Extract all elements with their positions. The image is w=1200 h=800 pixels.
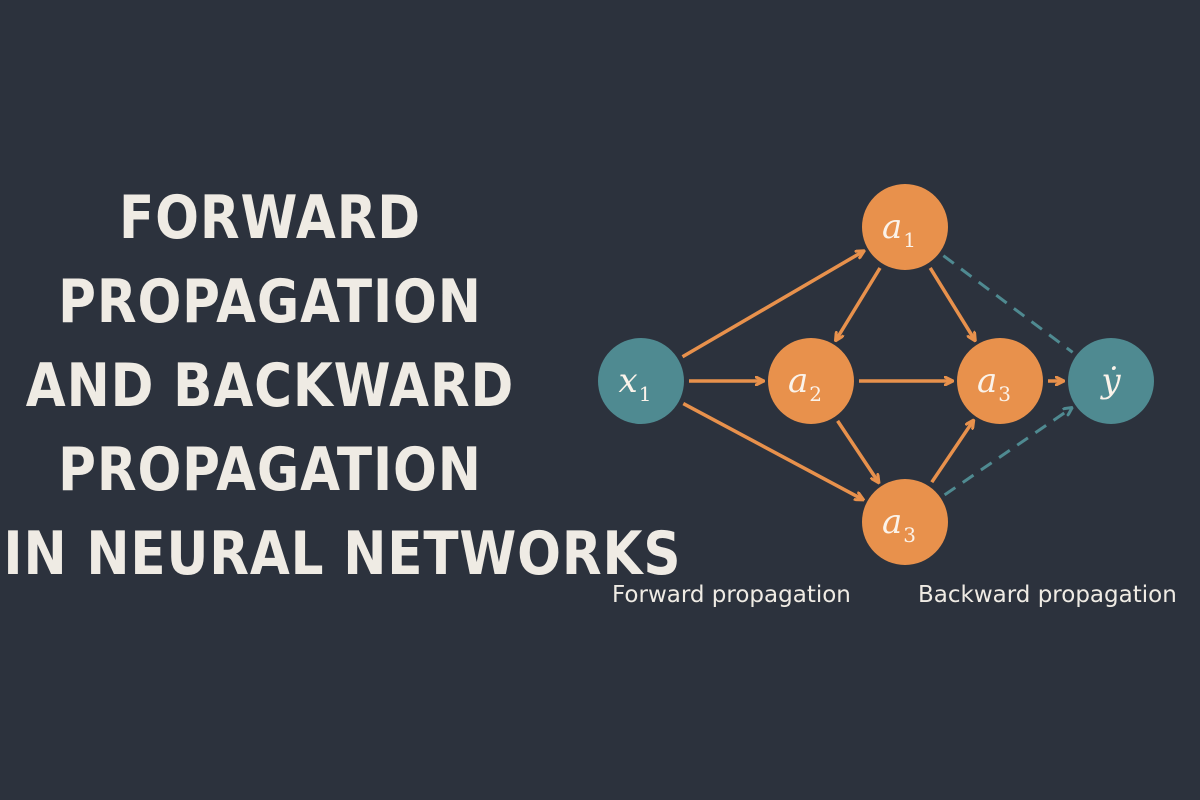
edge-a1-to-a2: [836, 267, 882, 340]
page-title: FORWARD PROPAGATION AND BACKWARD PROPAGA…: [0, 176, 680, 596]
node-subscript: 1: [903, 228, 916, 252]
edge-a3_bottom-to-y: [943, 408, 1072, 497]
node-label-a3_bottom: a3: [882, 502, 916, 547]
node-symbol: a: [788, 361, 808, 401]
title-line-3: AND BACKWARD: [25, 351, 515, 421]
node-label-a1: a1: [882, 207, 916, 252]
node-circle-a1: [862, 184, 948, 270]
edge-a1-to-a3_mid: [928, 266, 975, 340]
node-y: ẏ: [1068, 338, 1154, 424]
node-a2: a2: [768, 338, 854, 424]
node-symbol: a: [882, 207, 902, 247]
node-subscript: 1: [639, 382, 652, 406]
node-circle-y: [1068, 338, 1154, 424]
node-a3_mid: a3: [957, 338, 1043, 424]
title-line-4: PROPAGATION: [58, 435, 482, 505]
node-a3_bottom: a3: [862, 479, 948, 565]
edge-a3_bottom-to-a3_mid: [930, 421, 973, 484]
node-label-x1: x1: [619, 361, 652, 406]
node-label-a3_mid: a3: [977, 361, 1011, 406]
node-subscript: 3: [998, 382, 1011, 406]
node-label-a2: a2: [788, 361, 822, 406]
edge-a2-to-a3_bottom: [836, 419, 879, 482]
node-subscript: 3: [903, 523, 916, 547]
node-symbol: ẏ: [1099, 361, 1121, 401]
title-line-2: PROPAGATION: [58, 267, 482, 337]
node-symbol: a: [977, 361, 997, 401]
node-circle-a2: [768, 338, 854, 424]
node-a1: a1: [862, 184, 948, 270]
node-x1: x1: [598, 338, 684, 424]
title-line-1: FORWARD: [119, 183, 421, 253]
edges-layer: [681, 251, 1074, 500]
edge-a1-to-y: [942, 254, 1074, 354]
node-circle-a3_bottom: [862, 479, 948, 565]
node-circle-x1: [598, 338, 684, 424]
node-circle-a3_mid: [957, 338, 1043, 424]
edge-x1-to-a3_bottom: [682, 402, 862, 500]
node-symbol: a: [882, 502, 902, 542]
edge-x1-to-a1: [681, 251, 864, 359]
node-label-y: ẏ: [1099, 361, 1121, 401]
node-subscript: 2: [809, 382, 822, 406]
backward-propagation-caption: Backward propagation: [918, 582, 1177, 608]
forward-propagation-caption: Forward propagation: [612, 582, 851, 608]
node-symbol: x: [619, 361, 638, 401]
